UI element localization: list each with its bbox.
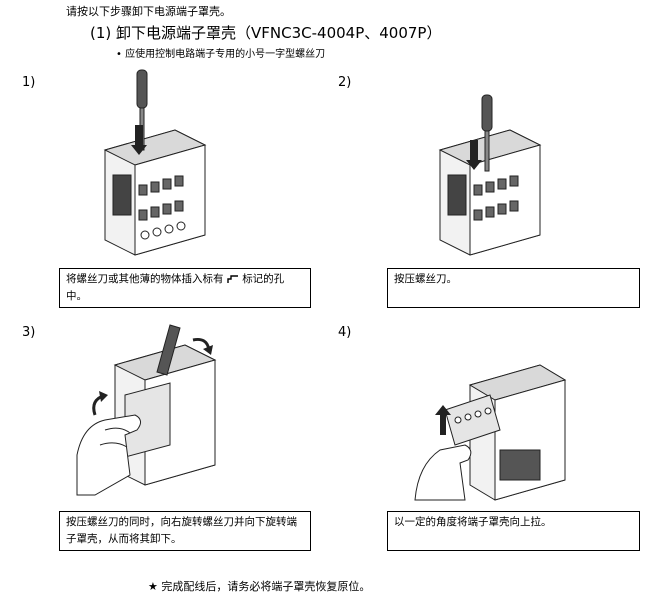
step-1-number: 1): [22, 75, 36, 90]
step-3-number: 3): [22, 325, 36, 340]
bullet-icon: •: [116, 49, 122, 60]
step-2-caption: 按压螺丝刀。: [387, 268, 640, 308]
bullet-line: • 应使用控制电路端子专用的小号一字型螺丝刀: [116, 45, 325, 60]
step-1-caption-text-b: 标记的孔中。: [66, 273, 285, 302]
step-1-caption-text-a: 将螺丝刀或其他薄的物体插入标有: [66, 273, 224, 285]
hole-mark-icon: [227, 275, 238, 283]
step-3-illustration: [76, 324, 217, 496]
step-4-number: 4): [338, 325, 352, 340]
intro-text: 请按以下步骤卸下电源端子罩壳。: [66, 5, 231, 18]
step-1-caption: 将螺丝刀或其他薄的物体插入标有 标记的孔中。: [59, 268, 311, 308]
step-1-illustration: [103, 69, 207, 256]
step-2-illustration: [438, 94, 542, 256]
step-3-caption: 按压螺丝刀的同时，向右旋转螺丝刀并向下旋转端子罩壳，从而将其卸下。: [59, 511, 311, 551]
completion-note: ★ 完成配线后，请务必将端子罩壳恢复原位。: [148, 580, 371, 593]
step-4-illustration: [414, 364, 567, 501]
section-title: (1) 卸下电源端子罩壳（VFNC3C-4004P、4007P）: [90, 24, 442, 42]
bullet-text: 应使用控制电路端子专用的小号一字型螺丝刀: [125, 49, 326, 60]
step-4-caption: 以一定的角度将端子罩壳向上拉。: [387, 511, 640, 551]
step-2-number: 2): [338, 75, 352, 90]
